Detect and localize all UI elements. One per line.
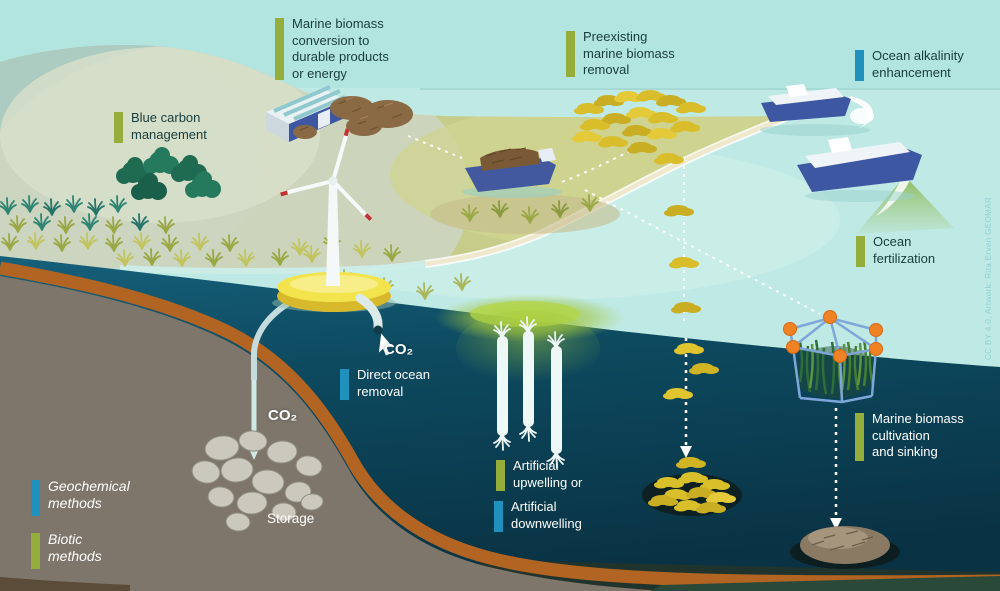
continental-slope [0,276,665,591]
biotic-method-bar [496,460,505,491]
biomass-piles [293,96,413,139]
label-text: Blue carbon management [131,110,207,142]
legend-text: Geochemical methods [48,478,130,511]
label-artificial-downwelling: Artificial downwelling [494,499,582,532]
turbine-blades [280,128,373,222]
legend-biotic-methods: Biotic methods [31,531,102,569]
label-text: Marine biomass conversion to durable pro… [292,16,389,81]
biotic-method-bar [856,236,865,267]
label-direct-ocean-removal: Direct ocean removal [340,367,430,400]
artificial-upwelling [435,294,625,469]
alkalinity-ship [760,84,874,136]
label-ocean-alkalinity: Ocean alkalinity enhancement [855,48,964,81]
label-preexisting-removal: Preexisting marine biomass removal [566,29,675,79]
geochemical-method-bar [31,480,40,516]
biotic-method-bar [31,533,40,569]
sinking-biomass [642,338,742,516]
label-text: Preexisting marine biomass removal [583,29,675,77]
geochemical-method-bar [855,50,864,81]
upwelling-pipes [497,331,562,454]
label-text: Artificial downwelling [511,499,582,531]
biotic-method-bar [114,112,123,143]
seafloor-rim [0,261,1000,589]
geochemical-method-bar [340,369,349,400]
storage-label: Storage [267,511,315,526]
label-marine-conversion: Marine biomass conversion to durable pro… [275,16,389,82]
co2-storage-label: CO₂ [268,407,298,424]
geochemical-method-bar [494,501,503,532]
factory-door [318,109,330,129]
label-text: Marine biomass cultivation and sinking [872,411,964,459]
label-text: Ocean fertilization [873,234,936,266]
cursor-arrow-icon [378,332,394,357]
legend-geochemical-methods: Geochemical methods [31,478,130,516]
label-blue-carbon: Blue carbon management [114,110,207,143]
credit-text: CC BY 4.0, Artwork: Rita Erven GEOMAR [984,196,993,360]
label-text: Artificial upwelling or [513,458,583,490]
biotic-method-bar [566,31,575,77]
sunken-biomass-pile [800,526,890,564]
label-ocean-fertilization: Ocean fertilization [856,234,936,267]
co2-intake-label: CO₂ [384,341,414,358]
legend-text: Biotic methods [48,531,102,564]
harvest-cargo-ship [462,147,562,198]
label-cultivation-sinking: Marine biomass cultivation and sinking [855,411,964,461]
cage-seaweed [798,339,875,397]
storage-rocks [191,430,324,532]
fertilization-ship [797,137,954,234]
beach-sand [424,113,791,267]
down-arrow-icon [680,446,692,458]
label-text: Ocean alkalinity enhancement [872,48,964,80]
biotic-method-bar [855,413,864,461]
fertilizer-spray-cone [856,176,954,234]
label-artificial-upwelling: Artificial upwelling or [496,458,583,491]
direct-ocean-removal-intake [355,293,394,357]
transport-routes-dashed [407,135,821,326]
seafloor [0,261,1000,591]
seafloor-right-band [650,576,1000,591]
label-text: Direct ocean removal [357,367,430,399]
cage-buoys [783,310,883,363]
biotic-method-bar [275,18,284,80]
cultivation-cage [783,310,900,569]
down-arrow-icon [830,518,842,530]
